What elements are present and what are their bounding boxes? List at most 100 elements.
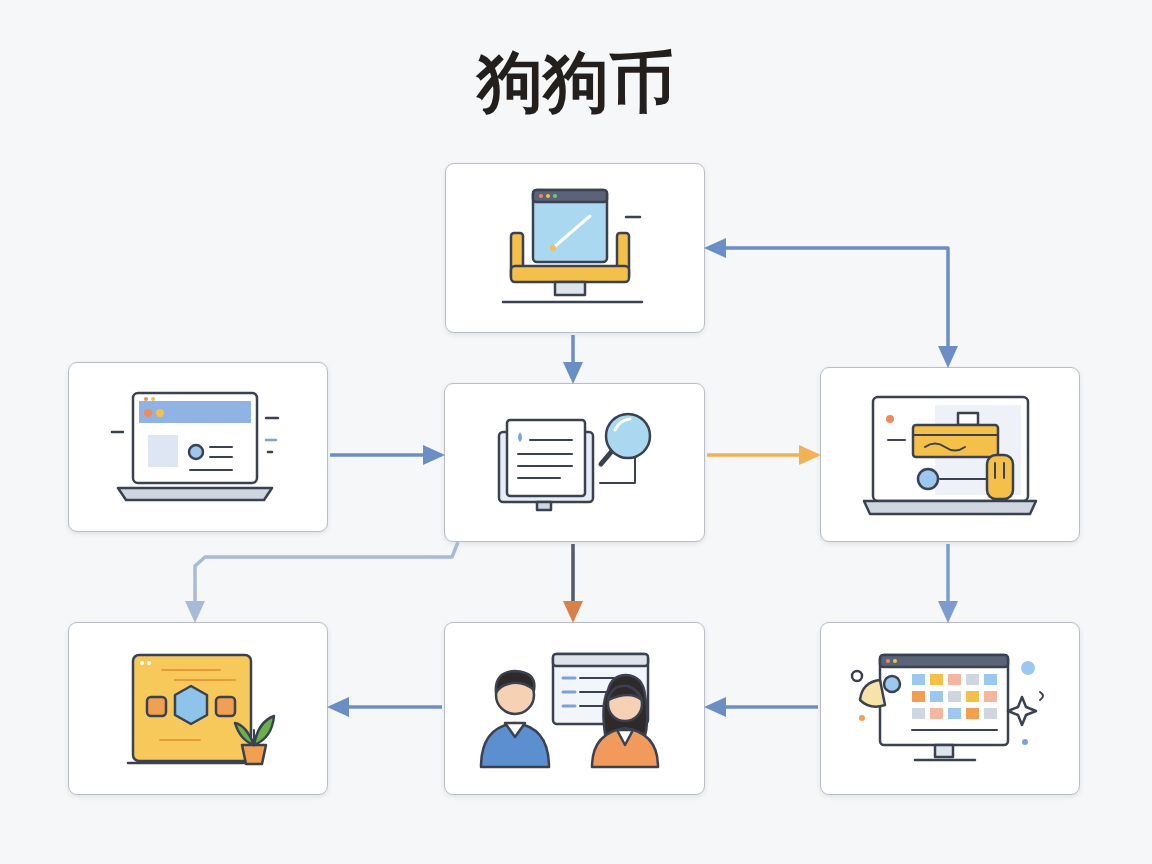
dashboard-monitor-icon-part — [912, 729, 997, 731]
payment-laptop-icon-part — [873, 397, 1028, 501]
dashboard-monitor-icon-part — [966, 708, 979, 719]
dashboard-monitor-icon — [852, 655, 1043, 760]
laptop-icon-part — [151, 397, 155, 401]
process-box — [445, 163, 705, 333]
team-icon-part — [592, 728, 658, 767]
dashboard-monitor-icon-part — [915, 759, 975, 762]
document-search-icon-part — [537, 502, 551, 510]
dashboard-monitor-icon-part — [912, 674, 925, 685]
blockchain-panel-icon-part — [175, 686, 207, 724]
process-box — [68, 622, 328, 795]
laptop-icon-part — [210, 456, 232, 458]
payment-laptop-icon-part — [913, 425, 998, 457]
laptop-icon-part — [189, 445, 203, 459]
blockchain-panel-icon-part — [235, 723, 254, 745]
dashboard-monitor-icon-part — [930, 691, 943, 702]
blockchain-panel-icon-part — [147, 697, 166, 716]
document-search-icon-part — [518, 432, 522, 442]
dashboard-monitor-icon-part — [966, 674, 979, 685]
payment-laptop-icon-part — [987, 455, 1013, 499]
diagram-title: 狗狗币 — [0, 38, 1152, 128]
monitor-icon — [503, 190, 642, 302]
laptop-icon-part — [144, 397, 148, 401]
team-icon-part — [553, 654, 648, 724]
payment-laptop-icon-part — [935, 405, 1021, 495]
team-icon-part — [603, 675, 647, 740]
monitor-icon-part — [550, 245, 556, 251]
payment-laptop-icon-part — [940, 478, 990, 480]
blockchain-panel-icon-part — [254, 716, 274, 745]
team-icon-part — [580, 677, 630, 679]
process-box — [444, 383, 705, 542]
flow-arrow — [712, 248, 948, 360]
dashboard-monitor-icon-part — [948, 708, 961, 719]
laptop-icon-part — [266, 417, 278, 420]
blockchain-panel-icon-part — [242, 745, 266, 764]
laptop-icon — [112, 393, 278, 500]
document-search-icon-part — [600, 458, 635, 483]
payment-laptop-icon-part — [886, 415, 894, 423]
document-search-icon-part — [507, 420, 585, 496]
dashboard-monitor-icon-part — [984, 691, 997, 702]
payment-laptop-icon-part — [913, 434, 998, 436]
dashboard-monitor-icon-part — [886, 659, 890, 663]
process-box — [820, 367, 1080, 542]
laptop-icon-part — [112, 431, 123, 434]
team-icon-part — [563, 677, 575, 680]
team-icon-part — [617, 730, 633, 745]
team-icon-part — [563, 691, 575, 694]
blockchain-panel-icon-part — [162, 669, 220, 671]
blockchain-panel-icon-part — [216, 697, 235, 716]
document-search-icon-part — [615, 419, 630, 430]
monitor-icon-part — [546, 194, 550, 198]
document-search-icon — [499, 414, 650, 510]
team-icon-part — [580, 705, 620, 707]
monitor-icon-part — [511, 233, 523, 279]
laptop-icon-part — [118, 488, 272, 500]
monitor-icon-part — [539, 194, 543, 198]
blockchain-panel-icon-part — [147, 661, 151, 665]
monitor-icon-part — [617, 233, 629, 279]
laptop-icon-part — [139, 401, 251, 423]
dashboard-monitor-icon-part — [966, 691, 979, 702]
flow-arrow — [571, 544, 575, 615]
team-icon-part — [496, 676, 534, 714]
laptop-icon-part — [156, 409, 164, 417]
flow-arrow — [335, 705, 442, 709]
dashboard-monitor-icon-part — [948, 691, 961, 702]
team-icon-part — [481, 723, 549, 767]
team-icon-part — [496, 671, 535, 693]
laptop-icon-part — [268, 451, 272, 454]
flow-arrow — [330, 453, 437, 457]
process-box — [444, 622, 705, 795]
blockchain-panel-icon-part — [140, 661, 144, 665]
dashboard-monitor-icon-part — [880, 655, 1008, 745]
team-icon-part — [505, 723, 525, 737]
dashboard-monitor-icon-part — [1021, 661, 1035, 675]
dashboard-monitor-icon-part — [912, 708, 925, 719]
dashboard-monitor-icon-part — [984, 708, 997, 719]
monitor-icon-part — [553, 194, 557, 198]
blockchain-panel-icon — [128, 655, 274, 764]
blockchain-panel-icon-part — [175, 679, 235, 681]
payment-laptop-icon-part — [958, 413, 978, 425]
dashboard-monitor-icon-part — [860, 680, 885, 707]
team-icon-part — [608, 686, 642, 700]
monitor-icon-part — [533, 190, 607, 262]
process-box — [820, 622, 1080, 795]
laptop-icon-part — [133, 393, 257, 483]
document-search-icon-part — [601, 451, 612, 464]
team-icon-part — [553, 654, 648, 666]
payment-laptop-icon-part — [1003, 463, 1005, 478]
dashboard-monitor-icon-part — [893, 659, 897, 663]
payment-laptop-icon-part — [864, 501, 1036, 514]
document-search-icon-part — [530, 439, 572, 441]
payment-laptop-icon-part — [994, 463, 996, 478]
monitor-icon-part — [533, 190, 607, 202]
flow-arrow — [571, 335, 575, 376]
flow-arrow — [707, 453, 813, 457]
laptop-icon-part — [266, 439, 276, 442]
team-icon — [481, 654, 658, 767]
blockchain-panel-icon-part — [160, 739, 200, 741]
